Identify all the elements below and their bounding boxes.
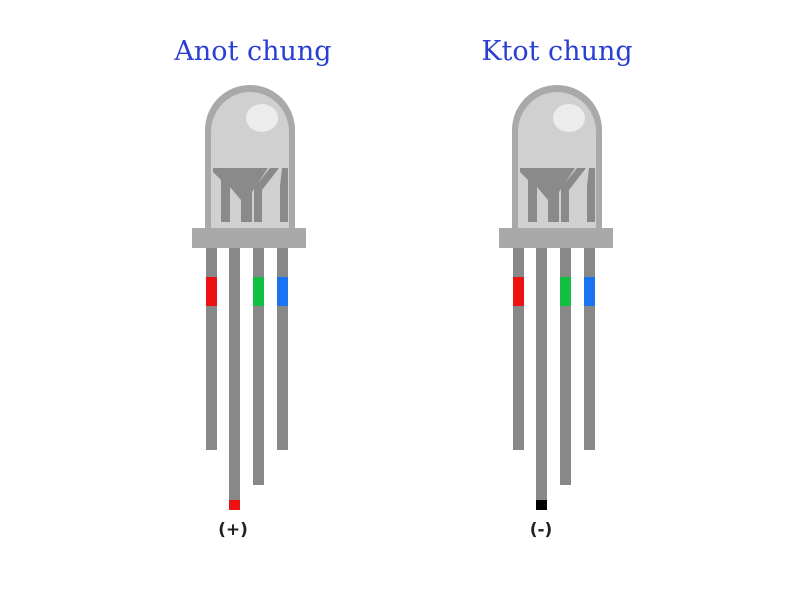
blue-lead	[277, 245, 288, 450]
cathode-polarity-label: (-)	[529, 520, 553, 540]
green-band	[253, 277, 264, 306]
internal-lead	[254, 168, 279, 222]
red-band	[206, 277, 217, 306]
blue-band	[277, 277, 288, 306]
green-band	[560, 277, 571, 306]
blue-band	[584, 277, 595, 306]
led-flange	[192, 228, 306, 248]
red-lead	[206, 245, 217, 450]
internal-frame	[213, 168, 268, 222]
common-cathode-title: Ktot chung	[481, 36, 633, 67]
red-band	[513, 277, 524, 306]
anode-polarity-label: (+)	[218, 520, 248, 540]
dome-highlight	[246, 104, 278, 132]
common-anode-led	[192, 85, 306, 510]
red-lead	[513, 245, 524, 450]
internal-lead	[561, 168, 586, 222]
internal-lead-right	[587, 168, 595, 222]
internal-frame	[520, 168, 575, 222]
common-lead-tip	[229, 500, 240, 510]
led-flange	[499, 228, 613, 248]
common-lead-tip	[536, 500, 547, 510]
blue-lead	[584, 245, 595, 450]
common-cathode-led	[499, 85, 613, 510]
common-lead	[536, 245, 547, 502]
green-lead	[253, 245, 264, 485]
common-lead	[229, 245, 240, 502]
common-anode-title: Anot chung	[174, 36, 332, 67]
internal-lead-right	[280, 168, 288, 222]
green-lead	[560, 245, 571, 485]
dome-highlight	[553, 104, 585, 132]
